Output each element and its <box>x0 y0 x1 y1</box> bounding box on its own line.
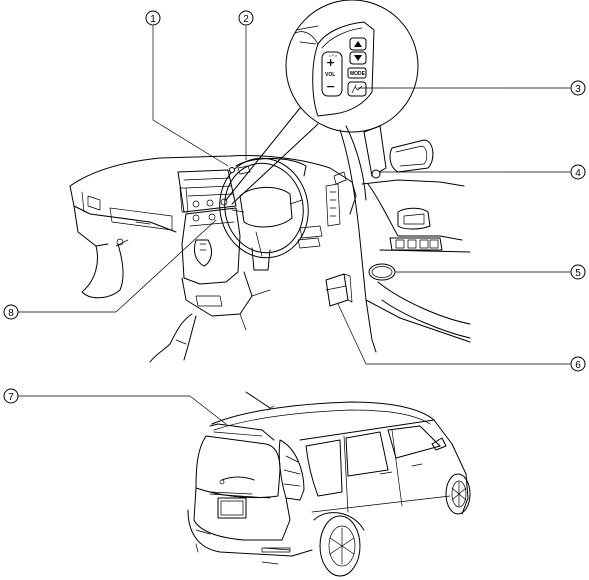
triangle-down-icon <box>354 55 362 61</box>
dashboard-illustration <box>69 155 357 363</box>
mode-label: MODE <box>350 71 366 77</box>
callout-8: 8 <box>3 304 19 320</box>
vol-plus-symbol: + <box>326 56 335 69</box>
callout-7-number: 7 <box>8 392 14 403</box>
callout-7: 7 <box>3 388 19 404</box>
vol-minus-symbol: − <box>326 80 335 93</box>
callout-8-number: 8 <box>8 308 14 319</box>
callout-3-number: 3 <box>575 84 581 95</box>
callout-6: 6 <box>570 356 586 372</box>
triangle-up-icon <box>354 41 362 47</box>
callout-2: 2 <box>238 10 254 26</box>
callout-5: 5 <box>570 264 586 280</box>
callout-3: 3 <box>570 80 586 96</box>
callout-1-number: 1 <box>150 14 156 25</box>
mode-button <box>347 67 367 79</box>
door-illustration <box>325 125 471 353</box>
callout-4-number: 4 <box>575 168 581 179</box>
callout-4: 4 <box>570 164 586 180</box>
callout-2-number: 2 <box>243 14 249 25</box>
callout-1: 1 <box>145 10 161 26</box>
callout-5-number: 5 <box>575 268 581 279</box>
steering-switch-magnifier: + VOL − MODE <box>225 0 419 205</box>
vehicle-illustration <box>187 391 471 577</box>
callout-6-number: 6 <box>575 360 581 371</box>
vol-label: VOL <box>325 72 335 78</box>
leader-lines <box>17 25 571 425</box>
